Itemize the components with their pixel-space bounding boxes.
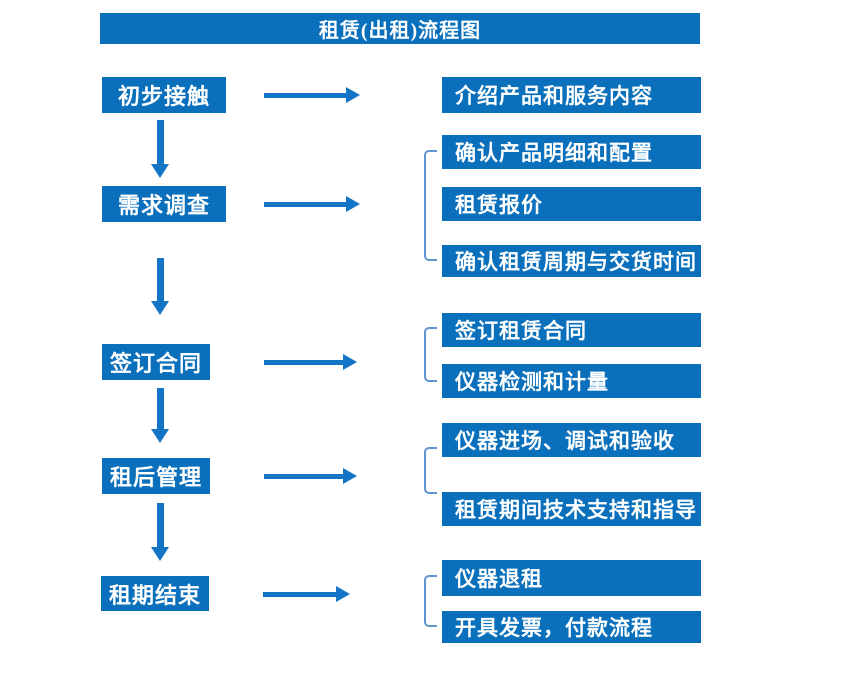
arrow-right-step4-icon: [264, 468, 357, 484]
arrow-down-step2-step3-icon: [151, 258, 169, 315]
arrow-down-step1-step2-icon: [151, 120, 169, 178]
arrow-right-step3-icon: [264, 354, 357, 370]
detail-box-confirm-product-details: 确认产品明细和配置: [442, 135, 701, 169]
detail-box-invoice-payment: 开具发票，付款流程: [442, 611, 701, 643]
detail-box-instrument-testing: 仪器检测和计量: [442, 364, 701, 398]
arrow-right-step5-icon: [263, 586, 350, 602]
arrow-down-step3-step4-icon: [151, 388, 169, 443]
flowchart-title: 租赁(出租)流程图: [100, 13, 700, 44]
detail-box-sign-rental-contract: 签订租赁合同: [442, 313, 701, 347]
group-bracket-post-rental: [424, 447, 437, 494]
step-box-demand-survey: 需求调查: [102, 186, 226, 222]
arrow-down-step4-step5-icon: [151, 503, 169, 561]
step-box-initial-contact: 初步接触: [102, 77, 226, 113]
detail-box-instrument-installation: 仪器进场、调试和验收: [442, 423, 701, 457]
group-bracket-demand-survey: [424, 150, 437, 261]
detail-box-confirm-rental-period: 确认租赁周期与交货时间: [442, 245, 701, 277]
arrow-right-step2-icon: [264, 196, 360, 212]
step-box-post-rental-management: 租后管理: [102, 458, 210, 494]
arrow-right-step1-icon: [264, 87, 360, 103]
group-bracket-sign-contract: [424, 327, 437, 382]
detail-box-technical-support: 租赁期间技术支持和指导: [442, 492, 701, 526]
step-box-lease-end: 租期结束: [101, 576, 209, 611]
detail-box-rental-quote: 租赁报价: [442, 187, 701, 221]
step-box-sign-contract: 签订合同: [102, 344, 210, 380]
group-bracket-lease-end: [424, 575, 437, 627]
detail-box-instrument-return: 仪器退租: [442, 560, 701, 596]
detail-box-introduce-products: 介绍产品和服务内容: [442, 77, 701, 113]
